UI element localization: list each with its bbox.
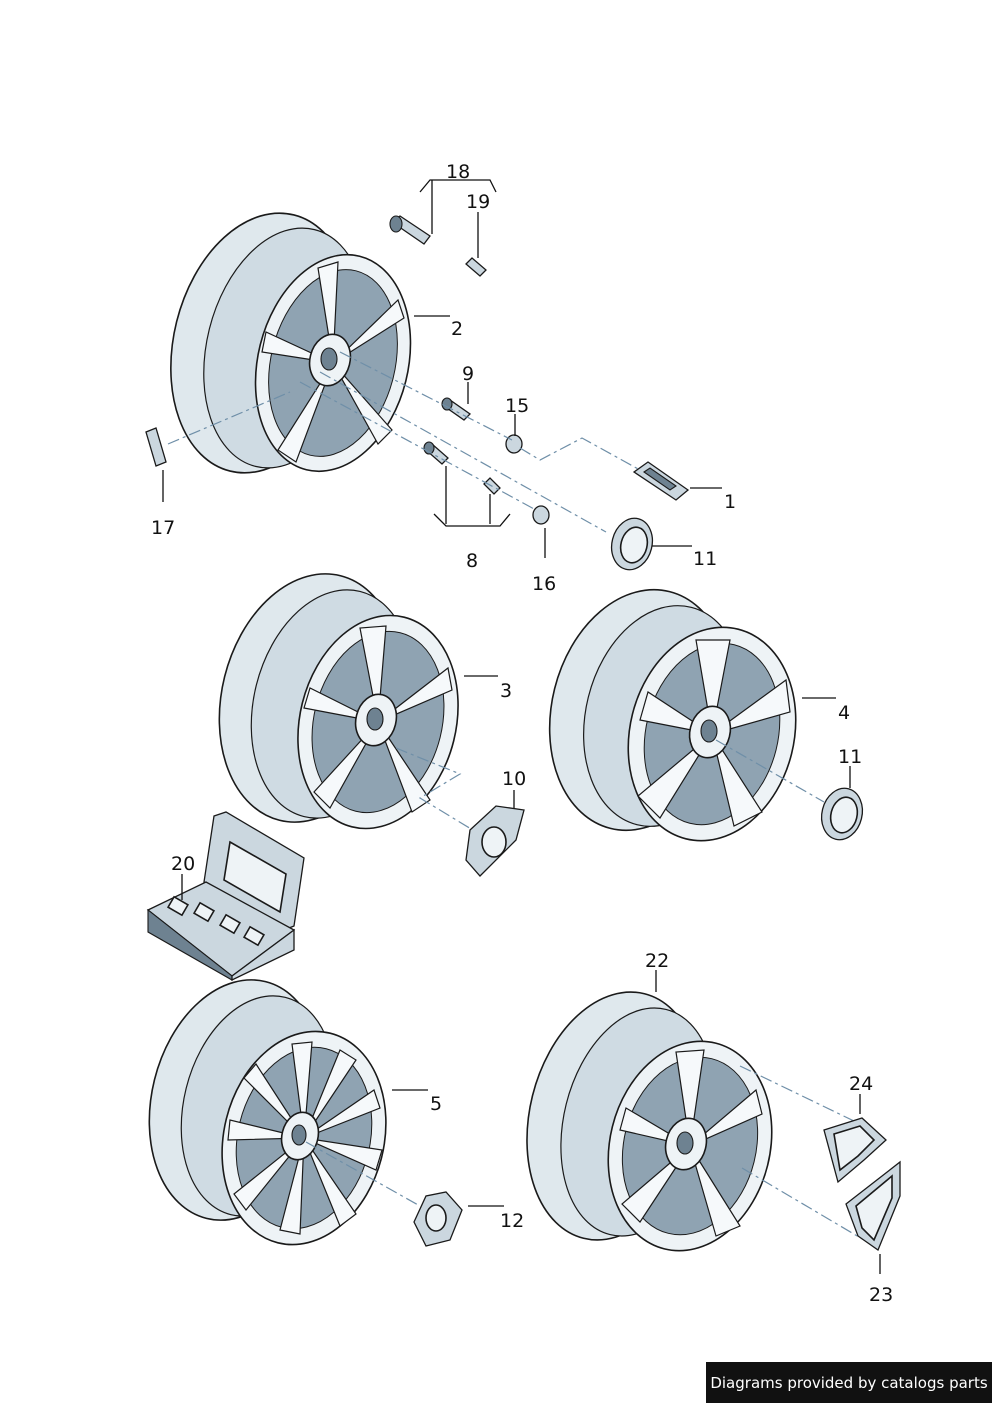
callout-11a: 11 (693, 548, 717, 570)
callout-16: 16 (532, 573, 556, 595)
wheel-4 (548, 588, 797, 842)
adapter-10 (465, 805, 525, 877)
callout-8: 8 (466, 550, 478, 572)
valve-insert-19 (465, 257, 487, 277)
callout-20: 20 (171, 853, 195, 875)
wheel-3 (218, 573, 459, 830)
callout-12: 12 (500, 1210, 524, 1232)
valve-18 (389, 215, 431, 245)
callout-19: 19 (466, 191, 490, 213)
hub-cap-11a (610, 517, 654, 571)
tool-case-20 (146, 811, 305, 982)
callout-10: 10 (502, 768, 526, 790)
cap-16 (532, 505, 550, 525)
wheel-22 (526, 991, 773, 1252)
center-cap-12 (413, 1191, 463, 1247)
hub-cap-11b (820, 787, 864, 841)
tool-1 (632, 461, 690, 501)
credit-text: Diagrams provided by catalogs parts (710, 1373, 988, 1392)
callout-24: 24 (849, 1073, 873, 1095)
callout-15: 15 (505, 395, 529, 417)
callout-23: 23 (869, 1284, 893, 1306)
callout-2: 2 (451, 318, 463, 340)
callout-17: 17 (151, 517, 175, 539)
callout-5: 5 (430, 1093, 442, 1115)
callout-4: 4 (838, 702, 850, 724)
cover-24 (823, 1117, 887, 1184)
wheel-2 (170, 212, 412, 474)
callout-22: 22 (645, 950, 669, 972)
balance-weight-17 (145, 427, 167, 467)
cover-23 (845, 1160, 901, 1251)
callout-1: 1 (724, 491, 736, 513)
callout-18: 18 (446, 161, 470, 183)
wheel-5 (148, 979, 387, 1246)
callout-9: 9 (462, 363, 474, 385)
callout-3: 3 (500, 680, 512, 702)
callout-11b: 11 (838, 746, 862, 768)
credit-banner: Diagrams provided by catalogs parts (706, 1362, 992, 1403)
